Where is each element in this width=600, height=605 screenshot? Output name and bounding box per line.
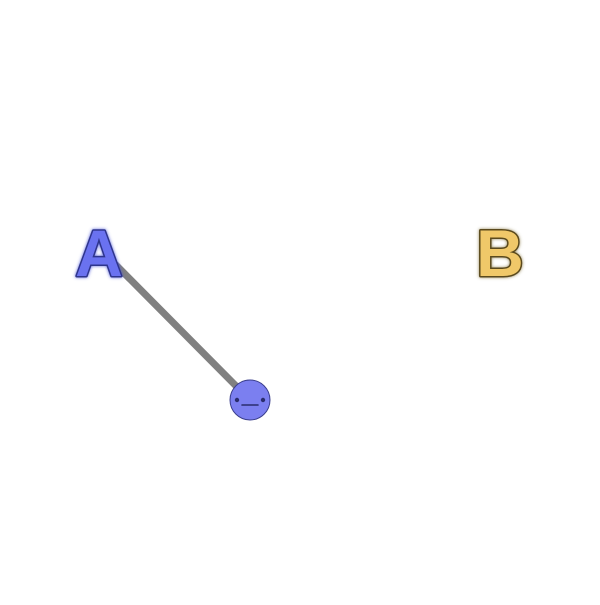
token-right-eye	[260, 397, 266, 403]
token-left-eye	[234, 397, 240, 403]
target-b-label[interactable]: B	[475, 215, 526, 292]
target-a-label[interactable]: A	[74, 215, 125, 292]
neutral-face-icon	[229, 379, 271, 421]
player-token[interactable]	[229, 379, 271, 421]
connector-line	[112, 261, 247, 397]
